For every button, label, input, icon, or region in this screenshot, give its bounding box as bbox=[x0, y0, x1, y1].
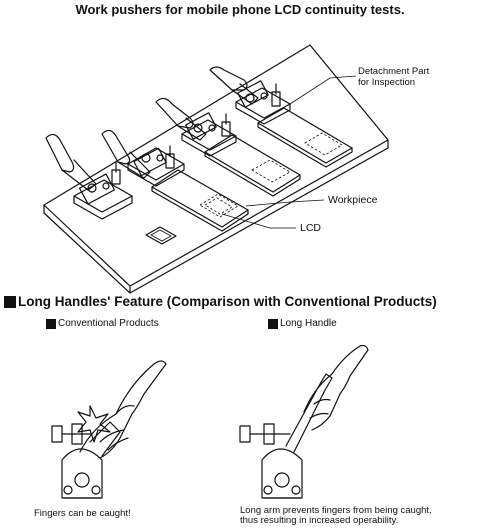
workpiece-plate-1 bbox=[151, 169, 249, 232]
leader-lcd bbox=[221, 213, 296, 229]
test-fixture-illustration bbox=[43, 44, 389, 294]
toggle-clamp-3 bbox=[155, 97, 237, 157]
black-square-icon bbox=[4, 295, 16, 308]
section-title: Long Handles' Feature (Comparison with C… bbox=[18, 294, 437, 309]
workpiece-label: Workpiece bbox=[328, 194, 378, 206]
long-handle-label: Long Handle bbox=[268, 318, 337, 329]
toggle-clamp-2 bbox=[101, 129, 185, 187]
toggle-clamp-1 bbox=[45, 133, 133, 220]
section-heading: Long Handles' Feature (Comparison with C… bbox=[4, 294, 437, 309]
workpiece-plate-2 bbox=[204, 134, 301, 197]
base-plate bbox=[43, 44, 389, 287]
lcd-label: LCD bbox=[300, 222, 322, 234]
black-square-icon bbox=[268, 318, 278, 329]
conventional-clamp-illustration bbox=[51, 360, 167, 499]
workpiece-plate-3 bbox=[257, 107, 353, 168]
page-title: Work pushers for mobile phone LCD contin… bbox=[75, 2, 405, 17]
detachment-label-line2: for Inspection bbox=[358, 77, 416, 88]
conventional-caption: Fingers can be caught! bbox=[34, 508, 131, 519]
detachment-label-line1: Detachment Part bbox=[358, 66, 430, 77]
toggle-clamp-4 bbox=[209, 66, 291, 125]
leader-workpiece bbox=[245, 199, 325, 207]
pinch-star-icon bbox=[77, 405, 111, 443]
leader-detachment bbox=[289, 75, 357, 105]
long-handle-caption-line2: thus resulting in increased operability. bbox=[240, 515, 399, 526]
long-handle-clamp-illustration bbox=[239, 344, 369, 499]
long-handle-caption-line1: Long arm prevents fingers from being cau… bbox=[240, 505, 432, 516]
square-hole bbox=[145, 226, 177, 245]
conventional-label: Conventional Products bbox=[46, 318, 159, 329]
black-square-icon bbox=[46, 318, 56, 329]
